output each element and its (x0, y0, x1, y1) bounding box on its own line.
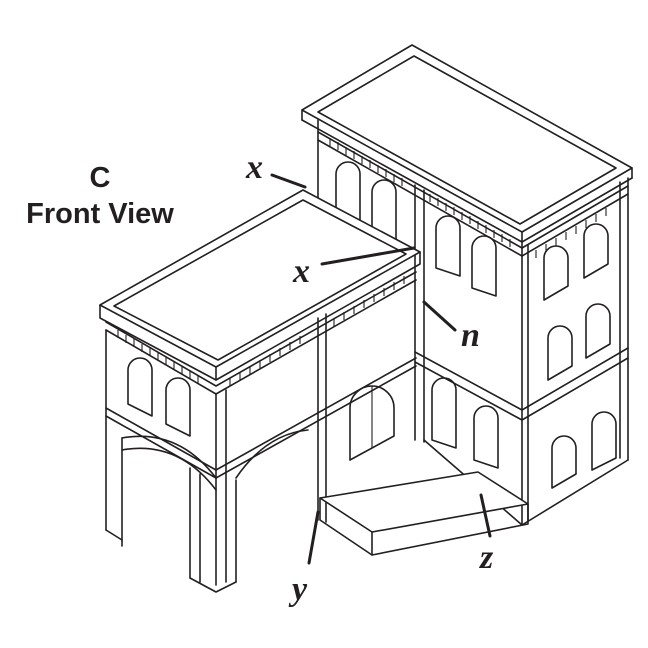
tall-roof (301, 44, 633, 233)
leader-y (307, 510, 320, 565)
low-wing (99, 189, 529, 593)
leader-n (422, 300, 457, 332)
tall-building (301, 44, 633, 526)
platform (319, 471, 529, 533)
leader-x-upper (270, 173, 307, 189)
view-letter: C (89, 162, 111, 194)
callout-n: n (461, 317, 480, 354)
leader-z (479, 493, 492, 538)
tall-windows (335, 161, 617, 489)
leader-x-lower (320, 246, 416, 266)
tall-roof-parapet (317, 55, 617, 225)
callout-y: y (288, 571, 308, 608)
callout-z: z (479, 539, 494, 576)
callout-x-lower: x (292, 253, 310, 290)
low-dentils (117, 276, 405, 386)
double-door (349, 385, 395, 461)
low-roof-parapet (113, 199, 407, 361)
callout-x-upper: x (245, 149, 263, 186)
view-title: Front View (26, 198, 174, 230)
tall-dentils (329, 138, 607, 258)
